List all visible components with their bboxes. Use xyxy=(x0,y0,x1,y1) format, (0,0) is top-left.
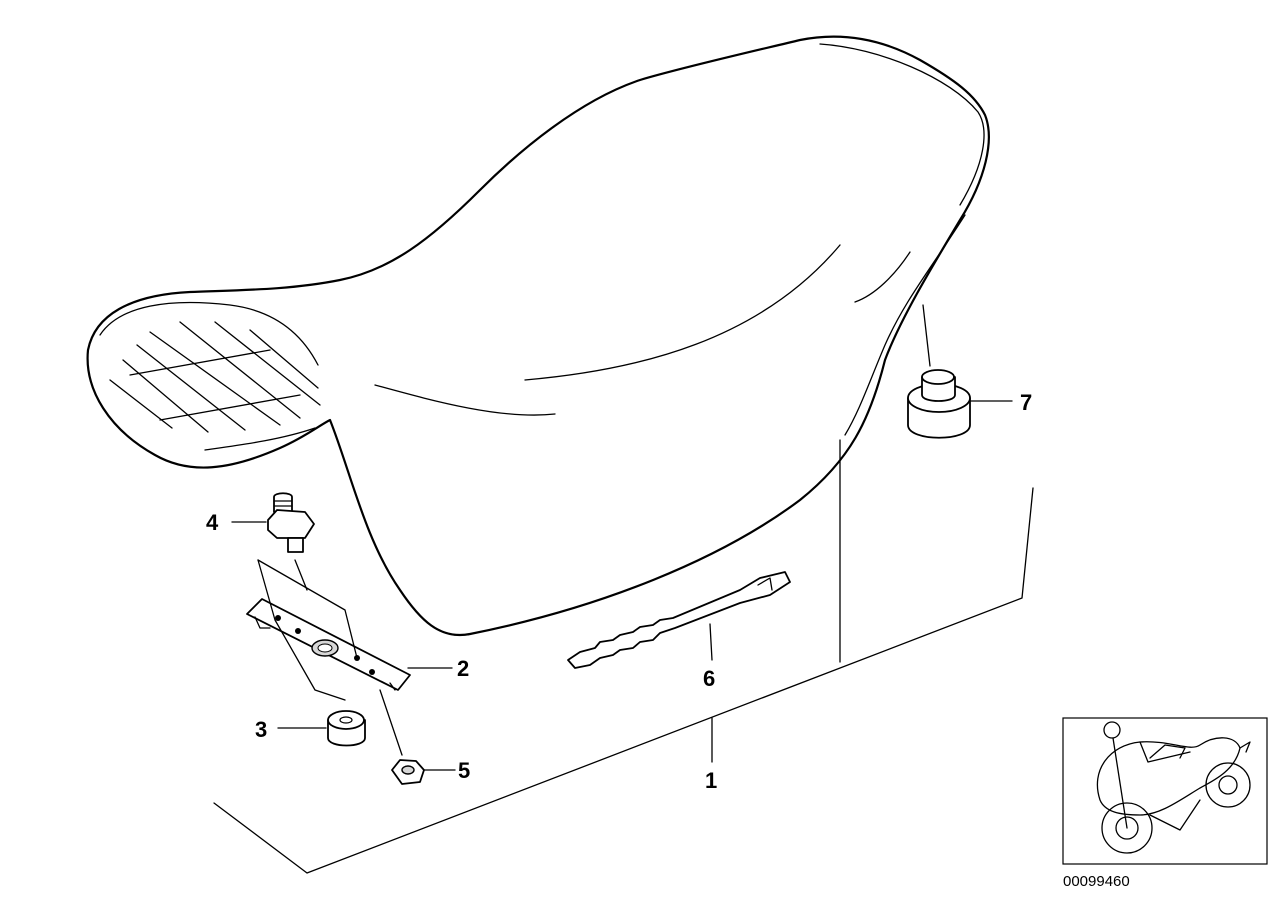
motorcycle-thumbnail-icon xyxy=(1096,721,1251,854)
motorcycle-inset xyxy=(1062,717,1268,865)
spacer-part xyxy=(327,710,366,747)
diagram-code: 00099460 xyxy=(1063,873,1130,890)
callout-stud: 4 xyxy=(206,510,219,535)
callout-seat: 1 xyxy=(705,768,717,793)
bracket-part xyxy=(246,559,411,756)
nut-part xyxy=(391,759,425,785)
base-outline xyxy=(213,439,1034,874)
inset-frame xyxy=(1062,717,1268,865)
strap-part xyxy=(567,571,791,669)
callout-nut: 5 xyxy=(458,758,470,783)
callout-rubber-buffer: 7 xyxy=(1020,390,1032,415)
leader-lines xyxy=(231,304,1013,771)
stud-part xyxy=(267,492,315,553)
callout-strap: 6 xyxy=(703,666,715,691)
rubber-buffer-part xyxy=(907,369,971,439)
callout-spacer: 3 xyxy=(255,717,267,742)
callout-bracket: 2 xyxy=(457,656,469,681)
seat-part xyxy=(86,35,990,637)
